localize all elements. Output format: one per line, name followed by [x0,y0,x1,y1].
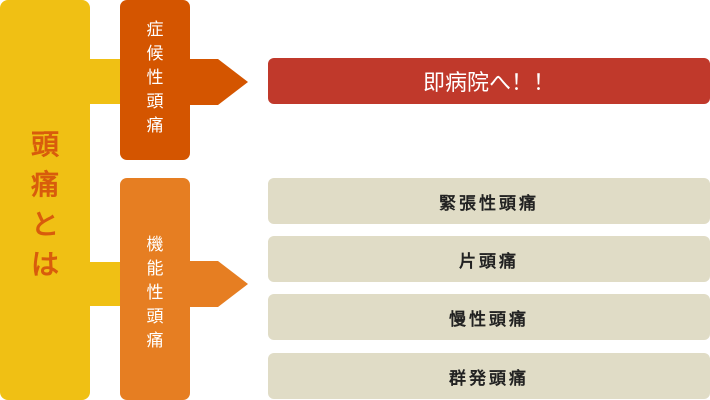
label-char: 頭 [146,92,164,112]
root-char: 頭 [30,128,59,161]
migraine-box: 片頭痛 [268,236,710,282]
connector-lower [88,262,122,306]
label-char: 性 [146,68,164,88]
root-headache-box [0,0,90,400]
root-label: 頭 痛 と は [0,125,90,285]
label-char: 候 [146,44,164,64]
root-char: は [30,248,59,281]
category-symptomatic-box [120,0,190,160]
root-char: 痛 [30,168,59,201]
cluster-headache-box: 群発頭痛 [268,353,710,399]
arrow-functional-icon [188,261,248,307]
chronic-headache-box: 慢性頭痛 [268,294,710,340]
category-functional-box [120,178,190,400]
category-functional-label: 機 能 性 頭 痛 [120,233,190,353]
arrow-symptomatic-icon [188,59,248,105]
label-char: 症 [146,20,164,40]
label-char: 痛 [146,116,164,136]
label-char: 頭 [146,307,164,327]
tension-headache-box: 緊張性頭痛 [268,178,710,224]
label-char: 機 [146,235,164,255]
label-char: 能 [146,259,164,279]
connector-upper [88,59,122,104]
root-char: と [30,208,59,241]
label-char: 性 [146,283,164,303]
category-symptomatic-label: 症 候 性 頭 痛 [120,18,190,138]
label-char: 痛 [146,331,164,351]
go-to-hospital-box: 即病院へ！！ [268,58,710,104]
